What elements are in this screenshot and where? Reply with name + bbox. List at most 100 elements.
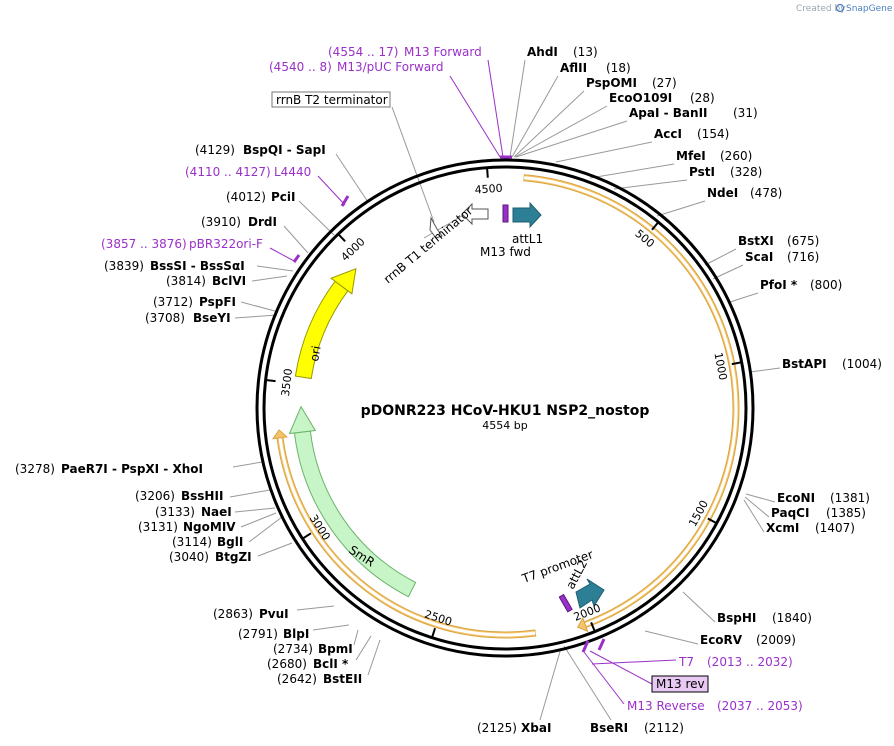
enzyme-name: NgoMIV (183, 520, 236, 534)
leader-line (729, 292, 759, 303)
leader-line (232, 461, 263, 468)
smr-arrowhead (288, 405, 317, 435)
enzyme-position: (28) (690, 91, 715, 105)
leader-line (283, 225, 309, 254)
enzyme-name: BclI * (313, 657, 349, 671)
leader-line (589, 650, 653, 685)
enzyme-position: (4129) (195, 143, 235, 157)
rrnb-t2-label-box (271, 91, 391, 108)
enzyme-name: PfoI * (760, 278, 798, 292)
primer-name: M13 rev (656, 677, 705, 691)
tick-mark (301, 532, 312, 540)
feature-label: rrnB T2 terminator (276, 93, 388, 107)
enzyme-position: (1381) (830, 491, 870, 505)
leader-line (555, 141, 653, 163)
enzyme-position: (3131) (138, 520, 178, 534)
orf-1-arrowhead (576, 616, 589, 633)
rrnb-t1-terminator-arrow (461, 202, 489, 226)
enzyme-position: (2791) (238, 627, 278, 641)
leader-line (355, 635, 372, 661)
enzyme-position: (2125) (477, 721, 517, 735)
ori-arrow-body (294, 280, 349, 380)
backbone-inner (262, 165, 748, 651)
orf-2-arrowhead (271, 429, 289, 440)
primer-range: (2013 .. 2032) (707, 655, 793, 669)
enzyme-position: (2112) (644, 721, 684, 735)
enzyme-position: (800) (810, 278, 842, 292)
leader-line (391, 106, 435, 223)
smr-arrow-body (293, 430, 417, 598)
leader-line (704, 248, 737, 266)
leader-line (682, 591, 716, 623)
leader-line (749, 367, 781, 373)
enzyme-name: AflII (560, 61, 587, 75)
backbone-circle (255, 158, 755, 658)
rrnb-t2-terminator-arrow (429, 216, 443, 239)
enzyme-name: ScaI (745, 250, 773, 264)
enzyme-position: (3814) (166, 274, 206, 288)
leader-line (613, 179, 688, 190)
enzyme-name: BtgZI (215, 550, 252, 564)
tick-mark (707, 517, 718, 525)
enzyme-name: BlpI (283, 627, 309, 641)
enzyme-name: DrdI (248, 215, 277, 229)
leader-line (298, 200, 335, 236)
leader-line (423, 215, 463, 239)
ori-arrowhead (330, 267, 357, 295)
feature-label: M13 fwd (480, 245, 531, 259)
leader-line (449, 75, 501, 158)
enzyme-name: PstI (689, 165, 715, 179)
leader-line (353, 629, 359, 646)
primer-site-mark (597, 638, 606, 651)
tick-mark (337, 233, 346, 242)
leader-line (745, 493, 776, 503)
tick-mark (651, 221, 660, 231)
enzyme-name: PaqCI (771, 506, 809, 520)
leader-line (509, 59, 526, 158)
enzyme-name: BpmI (318, 642, 353, 656)
enzyme-name: PvuI (259, 607, 289, 621)
leader-line (248, 516, 283, 543)
primer-name: M13 Forward (404, 45, 482, 59)
enzyme-name: ApaI - BanII (629, 106, 708, 120)
enzyme-name: PspFI (199, 295, 236, 309)
enzyme-name: EcoNI (777, 491, 815, 505)
enzyme-name: BstEII (323, 672, 362, 686)
enzyme-position: (3206) (135, 489, 175, 503)
leader-line (240, 512, 277, 528)
leader-line (240, 301, 276, 312)
enzyme-name: NdeI (707, 186, 738, 200)
leader-line (296, 605, 335, 611)
leader-line (644, 630, 699, 645)
enzyme-position: (1840) (772, 611, 812, 625)
m13-fwd-mark (502, 204, 509, 223)
tick-mark (590, 621, 596, 632)
feature-label: ori (307, 345, 323, 363)
primer-name: M13/pUC Forward (337, 60, 444, 74)
leader-line (234, 314, 278, 319)
enzyme-name: AhdI (527, 45, 558, 59)
feature-label: attL1 (512, 232, 543, 246)
leader-line (257, 542, 293, 557)
leader-line (539, 647, 562, 721)
enzyme-position: (716) (787, 250, 819, 264)
primer-site-mark (581, 640, 590, 653)
enzyme-name: BspHI (717, 611, 756, 625)
enzyme-position: (2734) (273, 642, 313, 656)
enzyme-position: (3133) (155, 505, 195, 519)
leader-line (563, 645, 612, 721)
primer-site-mark (292, 254, 301, 263)
leader-line (515, 120, 628, 158)
feature-arrows (271, 174, 740, 639)
tick-label: 4500 (474, 182, 503, 197)
enzyme-position: (1385) (826, 506, 866, 520)
primer-name: L4440 (274, 165, 311, 179)
enzyme-position: (154) (697, 127, 729, 141)
primer-name: M13 Reverse (627, 699, 705, 713)
leader-lines (229, 59, 781, 721)
tick-label: 3500 (279, 368, 295, 397)
leader-line (589, 163, 675, 179)
feature-label: rrnB T1 terminator (381, 204, 476, 287)
leader-line (251, 275, 288, 282)
